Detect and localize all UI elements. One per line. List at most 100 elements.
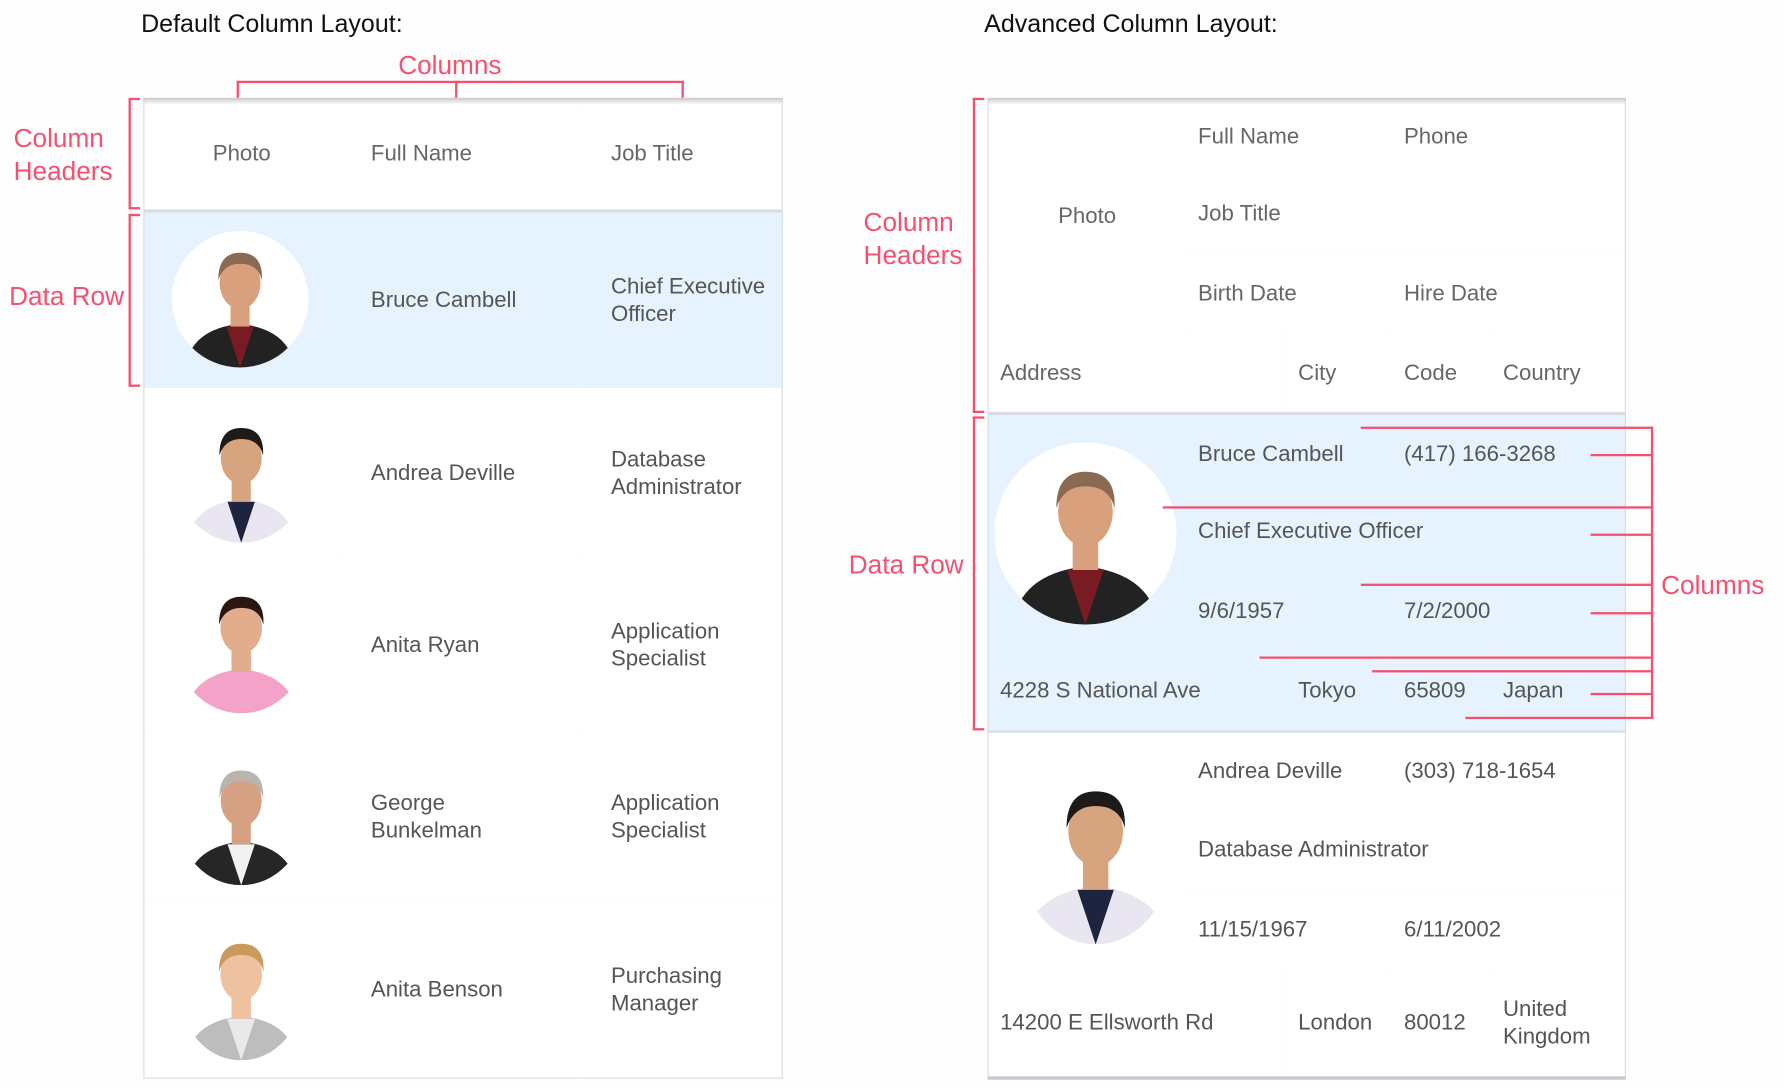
adv-row-1-birth-date[interactable]: 9/6/1957 (1185, 571, 1393, 652)
adv-row-2-address[interactable]: 14200 E Ellsworth Rd (987, 969, 1287, 1080)
row-1-name[interactable]: Bruce Cambell (339, 212, 583, 390)
data-row-annotation: Data Row (848, 549, 964, 580)
row-2-name[interactable]: Andrea Deville (339, 387, 583, 560)
column-pointer (1360, 583, 1654, 586)
adv-row-2-phone[interactable]: (303) 718-1654 (1391, 732, 1626, 812)
bracket-tick (972, 728, 985, 731)
job-line: Application (610, 790, 720, 816)
header-address[interactable]: Address (987, 333, 1287, 416)
bracket-tick (128, 384, 140, 387)
header-job-title[interactable]: Job Title (581, 97, 783, 213)
adv-row-2-job-title[interactable]: Database Administrator (1185, 810, 1626, 891)
header-job-title[interactable]: Job Title (1185, 174, 1626, 255)
photo-woman-dark-hair (175, 574, 308, 714)
bracket-tick (128, 213, 140, 217)
header-phone[interactable]: Phone (1391, 97, 1626, 176)
bracket-tick (128, 97, 140, 101)
adv-row-2-birth-date[interactable]: 11/15/1967 (1185, 889, 1393, 971)
job-line: Chief Executive (610, 274, 766, 300)
adv-row-1-job-title[interactable]: Chief Executive Officer (1185, 491, 1626, 573)
photo-man-older (171, 230, 309, 368)
header-photo[interactable]: Photo (987, 97, 1187, 335)
column-pointer (1465, 716, 1654, 720)
columns-annotation: Columns (398, 50, 502, 80)
header-full-name[interactable]: Full Name (339, 97, 583, 213)
photo-man-older (994, 442, 1177, 625)
photo-man-suit (177, 748, 305, 886)
data-row-annotation: Data Row (9, 281, 124, 311)
columns-bracket-tick (236, 80, 239, 113)
job-line: Specialist (610, 817, 706, 843)
name-line: George (370, 790, 445, 816)
adv-row-2-city[interactable]: London (1285, 969, 1393, 1080)
row-5-name[interactable]: Anita Benson (339, 902, 583, 1079)
bracket-tick (128, 207, 140, 210)
job-line: Database (610, 447, 706, 473)
column-pointer (1590, 692, 1654, 696)
header-code[interactable]: Code (1391, 333, 1492, 416)
adv-row-1-full-name[interactable]: Bruce Cambell (1185, 415, 1393, 493)
photo-man-shirt (175, 406, 308, 543)
header-birth-date[interactable]: Birth Date (1185, 253, 1393, 335)
adv-row-2-code[interactable]: 80012 (1391, 969, 1492, 1080)
adv-row-1-code[interactable]: 65809 (1391, 650, 1492, 734)
adv-row-1-address[interactable]: 4228 S National Ave (987, 650, 1287, 734)
annotation-line: Column (13, 122, 104, 153)
columns-bracket (1650, 426, 1654, 720)
photo-woman-blonde (179, 921, 303, 1061)
annotation-line: Headers (863, 240, 963, 270)
bracket-tick (972, 416, 985, 419)
header-full-name[interactable]: Full Name (1185, 97, 1393, 176)
header-shadow (987, 97, 1626, 105)
adv-row-1-country[interactable]: Japan (1490, 650, 1626, 734)
row-3-name[interactable]: Anita Ryan (339, 558, 583, 732)
column-pointer (1259, 656, 1654, 659)
country-line: United (1502, 996, 1568, 1022)
job-line: Application (610, 618, 720, 644)
job-line: Specialist (610, 645, 706, 671)
annotation-line: Headers (13, 155, 113, 186)
job-line: Manager (610, 990, 699, 1017)
headers-bracket (128, 97, 131, 210)
job-line: Officer (610, 301, 676, 327)
headers-bracket (972, 97, 976, 414)
job-line: Administrator (610, 474, 742, 500)
adv-row-2-full-name[interactable]: Andrea Deville (1185, 732, 1393, 812)
column-pointer (1372, 670, 1654, 673)
header-country[interactable]: Country (1490, 333, 1626, 416)
header-shadow (143, 97, 783, 105)
column-pointer (1162, 506, 1654, 509)
default-layout-title: Default Column Layout: (141, 9, 403, 38)
column-pointer (1590, 453, 1654, 457)
column-pointer (1360, 426, 1654, 429)
header-city[interactable]: City (1285, 333, 1393, 416)
adv-row-2-hire-date[interactable]: 6/11/2002 (1391, 889, 1626, 971)
name-line: Bunkelman (370, 817, 482, 843)
header-photo[interactable]: Photo (143, 97, 341, 213)
adv-row-1-city[interactable]: Tokyo (1285, 650, 1393, 734)
columns-bracket-tick (455, 80, 458, 113)
columns-bracket (236, 80, 684, 84)
column-pointer (1590, 612, 1654, 615)
columns-bracket-tick (681, 80, 684, 113)
country-line: Kingdom (1502, 1023, 1591, 1050)
column-pointer (1590, 533, 1654, 536)
photo-man-shirt (1019, 762, 1172, 945)
job-line: Purchasing (610, 963, 722, 989)
columns-annotation: Columns (1661, 570, 1765, 600)
header-hire-date[interactable]: Hire Date (1391, 253, 1626, 335)
bracket-tick (972, 410, 985, 414)
annotation-line: Column (863, 207, 954, 237)
data-row-bracket (972, 416, 976, 731)
data-row-bracket (128, 213, 131, 387)
bracket-tick (972, 97, 985, 101)
